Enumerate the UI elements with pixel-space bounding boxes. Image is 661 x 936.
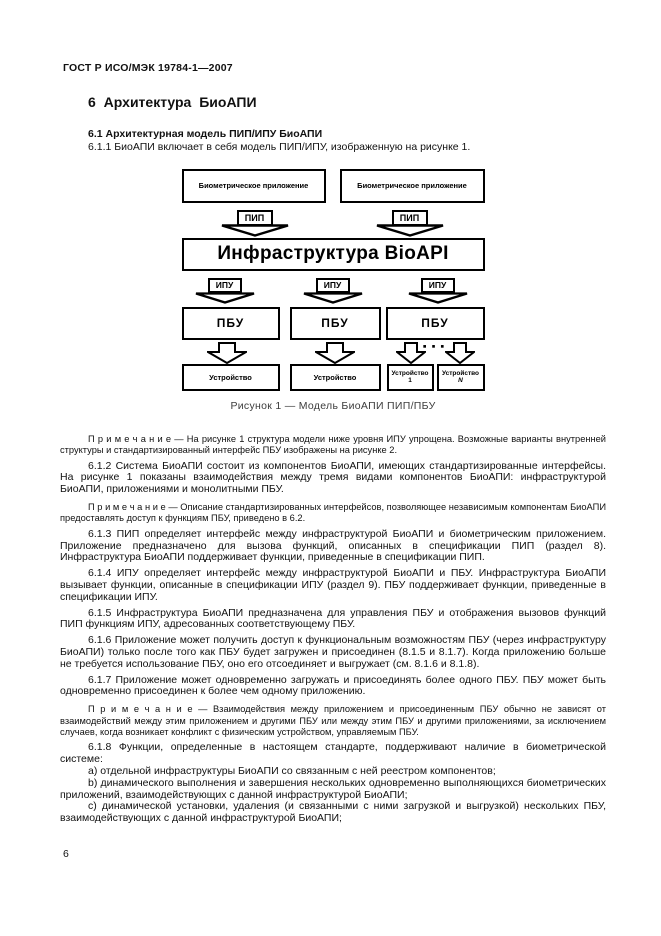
section-heading: 6 Архитектура БиоАПИ [88, 94, 257, 110]
biometric-application-box-1: Биометрическое приложение [181, 168, 326, 203]
paragraph-6-1-1: 6.1.1 БиоАПИ включает в себя модель ПИП/… [88, 141, 471, 153]
pip-interface-label-1: ПИП [236, 209, 273, 226]
paragraph-6-1-3: 6.1.3 ПИП определяет интерфейс между инф… [60, 527, 606, 564]
pbu-box-2: ПБУ [289, 306, 381, 340]
figure-caption: Рисунок 1 — Модель БиоАПИ ПИП/ПБУ [230, 399, 436, 412]
paragraph-6-1-5: 6.1.5 Инфраструктура БиоАПИ предназначен… [60, 606, 606, 631]
biometric-application-box-2: Биометрическое приложение [339, 168, 485, 203]
device-arrow-icon-1 [206, 341, 247, 364]
note-2: П р и м е ч а н и е — Описание стандарти… [60, 502, 606, 524]
pbu-box-1: ПБУ [181, 306, 280, 340]
ipu-interface-label-2: ИПУ [315, 277, 350, 293]
device-n-label: Устройство [441, 369, 480, 377]
paragraph-6-1-7: 6.1.7 Приложение может одновременно загр… [60, 673, 606, 698]
list-item-b: b) динамического выполнения и завершения… [60, 776, 606, 801]
ellipsis-dots-icon: ■ ■ ■ [422, 343, 447, 350]
bioapi-infrastructure-box: Инфраструктура BioAPI [181, 237, 485, 271]
ipu-arrow-icon-3 [408, 292, 467, 304]
ipu-interface-label-1: ИПУ [207, 277, 242, 293]
paragraph-6-1-2: 6.1.2 Система БиоАПИ состоит из компонен… [60, 459, 606, 496]
device-box-2: Устройство [289, 363, 381, 391]
device-n-number: N [458, 377, 463, 385]
paragraph-6-1-6: 6.1.6 Приложение может получить доступ к… [60, 634, 606, 670]
figure-1: Биометрическое приложение Биометрическое… [60, 168, 606, 412]
ipu-interface-label-3: ИПУ [420, 277, 455, 293]
device-arrow-icon-2 [314, 341, 355, 364]
device-box-numbered-n: Устройство N [436, 363, 485, 391]
list-item-c: с) динамической установки, удаления (и с… [60, 800, 606, 825]
ipu-arrow-icon-1 [195, 292, 254, 304]
device-box-1: Устройство [181, 363, 280, 391]
list-item-a: a) отдельной инфраструктуры БиоАПИ со св… [88, 764, 496, 777]
device-1-number: 1 [408, 377, 412, 385]
page-content: 6 Архитектура БиоАПИ 6.1 Архитектурная м… [60, 94, 606, 825]
pbu-box-3: ПБУ [385, 306, 485, 340]
page-number: 6 [63, 848, 69, 860]
device-arrow-icon-3 [395, 341, 426, 364]
device-box-numbered-1: Устройство 1 [386, 363, 434, 391]
device-1-label: Устройство [391, 369, 429, 377]
subsection-heading: 6.1 Архитектурная модель ПИП/ИПУ БиоАПИ [88, 128, 323, 140]
pip-interface-label-2: ПИП [391, 209, 428, 226]
paragraph-6-1-4: 6.1.4 ИПУ определяет интерфейс между инф… [60, 567, 606, 603]
bioapi-model-diagram: Биометрическое приложение Биометрическое… [181, 168, 485, 391]
device-arrow-icon-4 [444, 341, 475, 364]
ipu-arrow-icon-2 [303, 292, 362, 304]
note-3: П р и м е ч а н и е — Взаимодействия меж… [60, 704, 606, 737]
note-1: П р и м е ч а н и е — На рисунке 1 струк… [60, 433, 606, 456]
standard-designation: ГОСТ Р ИСО/МЭК 19784-1—2007 [63, 62, 233, 74]
paragraph-6-1-8: 6.1.8 Функции, определенные в настоящем … [60, 741, 606, 766]
